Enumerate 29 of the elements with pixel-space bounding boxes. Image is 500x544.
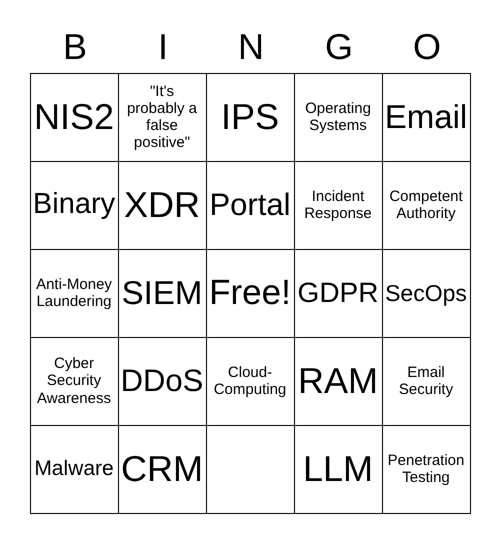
cell-text: Operating Systems [304, 98, 372, 136]
cell-text: Cloud-Computing [212, 362, 288, 400]
cell-text: RAM [297, 359, 379, 404]
cell-text: IPS [220, 95, 280, 140]
header-letter: G [324, 25, 354, 69]
cell-text: "It's probably a false positive" [126, 82, 198, 154]
cell-text: NIS2 [32, 95, 116, 140]
cell-text: CRM [120, 447, 204, 492]
cell-text: LLM [302, 447, 374, 492]
cell-text: GDPR [296, 276, 380, 310]
cell-text: XDR [122, 183, 201, 228]
cell-text: Penetration Testing [386, 450, 466, 488]
cell-text: Malware [33, 456, 115, 482]
cell-text: Incident Response [303, 186, 373, 224]
cell-text: SIEM [120, 273, 204, 314]
cell-text: Cyber Security Awareness [36, 354, 112, 409]
cell-text: Email Security [398, 362, 454, 400]
header-letter: B [62, 25, 88, 69]
cell-text: Portal [208, 186, 292, 224]
cell-text: Anti-Money Laundering [35, 274, 113, 312]
header-letter: I [156, 25, 169, 69]
header-letter: N [237, 25, 265, 69]
header-letter: O [412, 25, 442, 69]
cell-text: Competent Authority [388, 186, 464, 224]
cell-text: DDoS [120, 362, 204, 400]
cell-text: SecOps [384, 278, 468, 308]
cell-text: Free! [208, 272, 292, 314]
cell-text: Binary [32, 187, 116, 222]
cell-text: Email [384, 97, 468, 138]
